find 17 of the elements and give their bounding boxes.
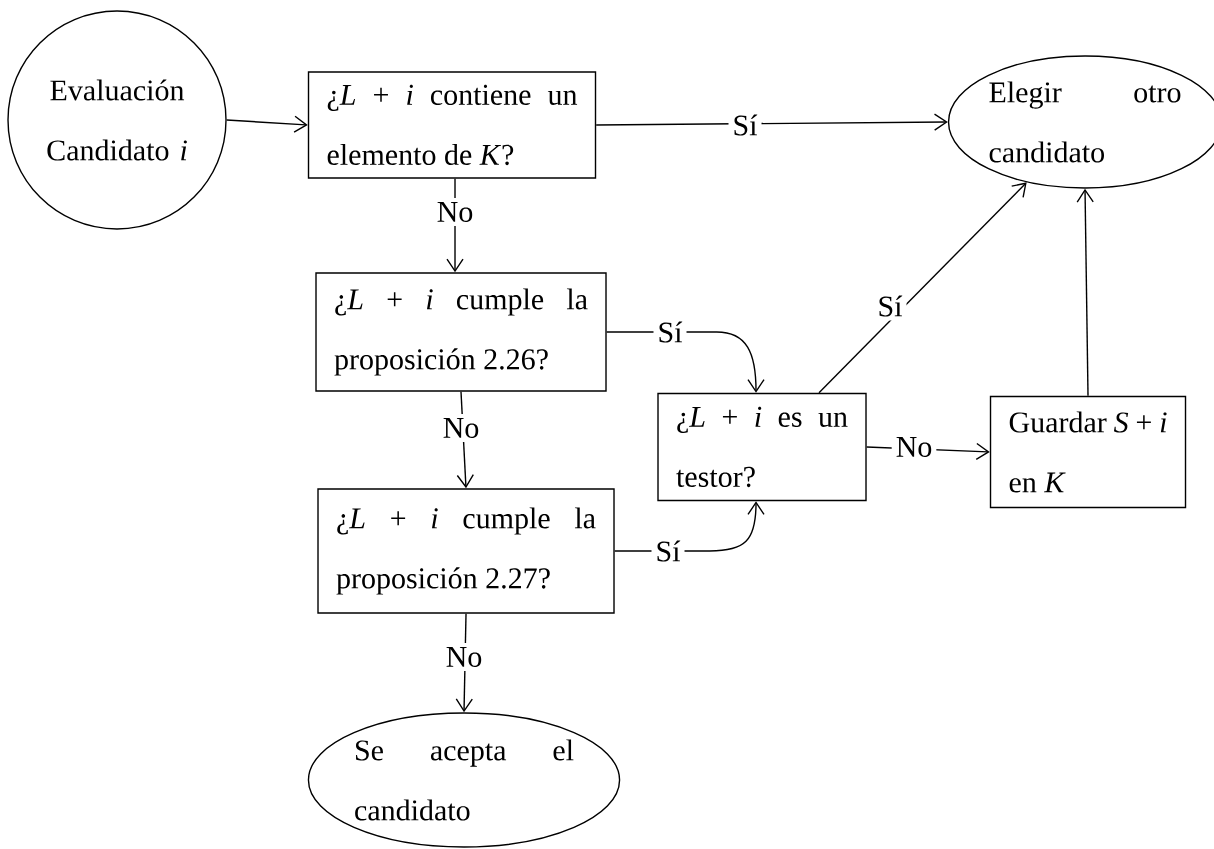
arrow [226,115,308,133]
process-box: ¿L + i cumple la proposición 2.26? [315,272,607,392]
process-box: ¿L + i cumple la proposición 2.27? [317,488,615,614]
arrow [595,113,948,131]
process-box: ¿L + i es un testor? [657,392,867,502]
process-box: ¿L + i contiene un elemento de K? [307,71,597,179]
edge-label: Sí [653,317,687,347]
arrow [1076,188,1094,397]
arrow [818,182,1027,394]
process-box: Guardar S + i en K [989,395,1187,509]
edge-label: No [441,643,487,671]
edge-label: Sí [873,291,907,321]
edge-label: No [438,414,484,442]
edge-label: Sí [651,536,685,566]
edge-label: No [432,198,478,226]
edge-label: Sí [728,110,762,140]
edge-label: No [891,433,937,461]
